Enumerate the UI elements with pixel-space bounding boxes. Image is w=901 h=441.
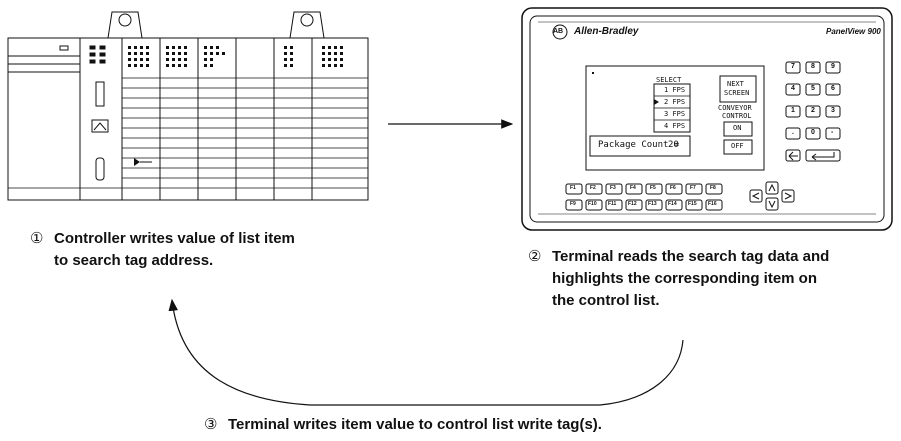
step-3-number: ③ <box>204 416 218 433</box>
fkey-f7[interactable]: F7 <box>690 185 696 191</box>
fkey-f1[interactable]: F1 <box>570 185 576 191</box>
caption-step-1: ① Controller writes value of list item to… <box>30 228 370 272</box>
step-1-number: ① <box>30 230 44 247</box>
fkey-row-1: F1 F2 F3 F4 F5 F6 F7 F8 <box>566 185 726 195</box>
panelview-terminal <box>521 7 893 231</box>
caption-3-text: Terminal writes item value to control li… <box>228 416 602 433</box>
step-2-number: ② <box>528 248 542 265</box>
serial-port <box>95 157 105 181</box>
terminal-brand: Allen-Bradley <box>574 26 639 37</box>
key-5[interactable]: 5 <box>811 85 815 92</box>
package-count-value: 20 <box>668 140 679 150</box>
caption-2-line-1: Terminal reads the search tag data and <box>552 248 830 265</box>
off-button <box>723 139 753 155</box>
caption-2-line-2: highlights the corresponding item on <box>552 270 817 287</box>
caption-1-line-2: to search tag address. <box>54 252 214 269</box>
io-led-grids <box>128 46 343 67</box>
caption-2-line-3: the control list. <box>552 292 660 309</box>
key-2[interactable]: 2 <box>811 107 815 114</box>
enter-key <box>805 149 841 162</box>
fkey-f15[interactable]: F15 <box>688 201 697 207</box>
terminal-model: PanelView 900 <box>826 27 881 36</box>
highlight-pointer <box>654 99 659 105</box>
ethernet-port <box>91 119 109 133</box>
fkey-f13[interactable]: F13 <box>648 201 657 207</box>
keyswitch-slot <box>95 81 105 107</box>
list-item-1[interactable]: 1 FPS <box>664 86 686 94</box>
list-item-4[interactable]: 4 FPS <box>664 122 686 130</box>
arrow-keys <box>749 151 835 211</box>
fkey-f2[interactable]: F2 <box>590 185 596 191</box>
select-label: SELECT <box>656 76 682 84</box>
mounting-tab-right <box>289 11 325 39</box>
key-1[interactable]: 1 <box>791 107 795 114</box>
next-screen-label-2: SCREEN <box>724 89 750 97</box>
fkey-f14[interactable]: F14 <box>668 201 677 207</box>
off-label[interactable]: OFF <box>731 142 744 150</box>
terminal-display <box>585 65 765 171</box>
key-0[interactable]: 0 <box>811 129 815 136</box>
fkey-f3[interactable]: F3 <box>610 185 616 191</box>
search-pointer-plc <box>134 158 140 166</box>
key-7[interactable]: 7 <box>791 63 795 70</box>
fkey-f6[interactable]: F6 <box>670 185 676 191</box>
on-label[interactable]: ON <box>733 124 742 132</box>
fkey-f9[interactable]: F9 <box>570 201 576 207</box>
conveyor-label-2: CONTROL <box>722 112 752 120</box>
fkey-f8[interactable]: F8 <box>710 185 716 191</box>
power-supply <box>7 37 81 201</box>
return-loop-arrow <box>168 298 684 406</box>
fkey-f10[interactable]: F10 <box>588 201 597 207</box>
fkey-f11[interactable]: F11 <box>608 201 617 207</box>
key-3[interactable]: 3 <box>831 107 835 114</box>
list-item-3[interactable]: 3 FPS <box>664 110 686 118</box>
fkey-f5[interactable]: F5 <box>650 185 656 191</box>
mounting-tab-left <box>107 11 143 39</box>
fkey-f12[interactable]: F12 <box>628 201 637 207</box>
key-4[interactable]: 4 <box>791 85 795 92</box>
fkey-f4[interactable]: F4 <box>630 185 636 191</box>
key-8[interactable]: 8 <box>811 63 815 70</box>
next-screen-label-1: NEXT <box>727 80 744 88</box>
list-item-2[interactable]: 2 FPS <box>664 98 686 106</box>
caption-1-line-1: Controller writes value of list item <box>54 230 295 247</box>
function-keys <box>565 183 723 211</box>
key-9[interactable]: 9 <box>831 63 835 70</box>
package-count-box <box>589 135 691 157</box>
controller-chassis <box>7 11 369 201</box>
caption-step-3: ③ Terminal writes item value to control l… <box>204 414 764 436</box>
package-count-label: Package Count = <box>598 140 680 150</box>
fkey-row-2: F9 F10 F11 F12 F13 F14 F15 F16 <box>566 201 726 211</box>
next-screen-button <box>719 75 757 103</box>
conveyor-label-1: CONVEYOR <box>718 104 752 112</box>
ab-logo-text: AB <box>553 28 564 35</box>
key-minus[interactable]: - <box>831 129 834 136</box>
backspace-key <box>785 149 801 162</box>
key-6[interactable]: 6 <box>831 85 835 92</box>
on-button <box>723 121 753 137</box>
fkey-f16[interactable]: F16 <box>708 201 717 207</box>
numeric-keypad <box>785 61 841 162</box>
ab-logo <box>552 24 568 40</box>
key-dot[interactable]: . <box>792 129 794 136</box>
